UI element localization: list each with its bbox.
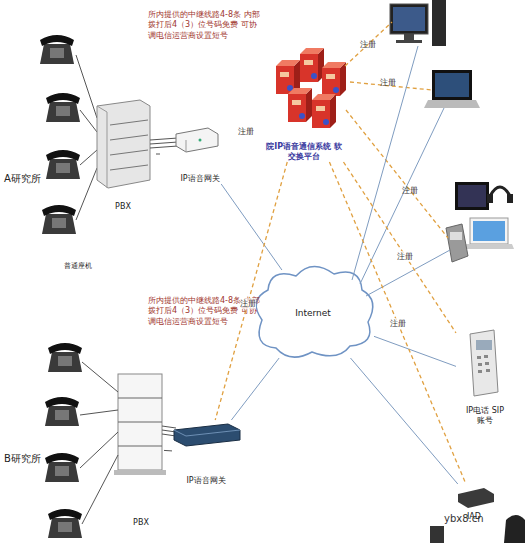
register-line — [345, 22, 448, 238]
register-connector — [329, 162, 466, 484]
node-text: IP语音网关 — [180, 174, 219, 184]
site-name: A研究所 — [4, 172, 41, 185]
node-text: PBX — [115, 202, 131, 212]
node-text: IP语音网关 — [186, 476, 225, 486]
node-text: Internet — [295, 308, 331, 319]
laptop-computer — [424, 70, 480, 108]
edge-label: 注册 — [390, 318, 406, 329]
edge-label: 注册 — [397, 251, 413, 262]
network-connector — [374, 336, 456, 366]
desk-phone — [40, 35, 80, 234]
gateway-box — [174, 424, 240, 446]
network-connector — [221, 184, 282, 270]
network-line — [352, 46, 450, 296]
desktop-computer — [390, 0, 446, 46]
edge-label: 注册 — [240, 298, 256, 309]
gateway-node: IP语音网关 — [164, 420, 248, 486]
phone-wire — [76, 55, 97, 220]
register-connector — [343, 162, 456, 333]
internet-node: Internet — [252, 270, 374, 358]
pc-with-headset — [446, 182, 514, 262]
phone-wire — [80, 362, 118, 524]
node-text: 院IP语音通信系统 软交换平台 — [265, 142, 343, 162]
register-label: 注册 — [380, 78, 396, 88]
ip-phone-node: IP电话 SIP账号 — [456, 328, 514, 426]
gateway-node: IP语音网关 — [160, 124, 240, 184]
register-label: 注册 — [360, 40, 376, 50]
iad-device — [430, 488, 525, 543]
pbx-cabinet — [114, 374, 166, 475]
node-text: PBX — [133, 518, 149, 528]
softswitch-node: 院IP语音通信系统 软交换平台 — [252, 42, 356, 162]
pbx-node: PBX — [90, 96, 156, 212]
gateway-box — [176, 128, 218, 152]
watermark: ybx8.cn — [444, 512, 484, 525]
pbx-node: PBX — [110, 370, 172, 528]
network-connector — [164, 450, 172, 451]
node-text: IP电话 SIP账号 — [465, 406, 505, 426]
site-name: B研究所 — [4, 452, 41, 465]
internet-cloud — [256, 266, 373, 357]
network-connector — [156, 154, 160, 155]
softswitch-servers — [276, 48, 346, 128]
device-caption: 普通座机 — [64, 262, 92, 271]
pbx-cabinet — [97, 100, 150, 188]
edge-label: 注册 — [238, 126, 254, 137]
network-connector — [350, 358, 457, 484]
desk-phone — [45, 343, 82, 538]
trunk-lines — [150, 138, 178, 148]
note-text: 所内提供的中继线路4-8条 内部拨打后4（3）位号码免费 可协调电信运营商设置短… — [148, 10, 260, 41]
ip-phone-device — [470, 330, 498, 396]
register-connector — [215, 162, 287, 420]
network-connector — [231, 358, 279, 420]
register-label: 注册 — [402, 186, 418, 196]
